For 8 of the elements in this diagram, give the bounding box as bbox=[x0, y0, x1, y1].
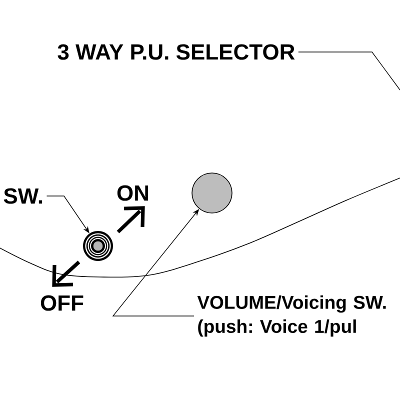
switch-knob bbox=[83, 231, 113, 261]
callout-label: VOLUME/Voicing SW. (push: Voice 1/pul bbox=[197, 295, 386, 337]
control-knob bbox=[192, 172, 232, 214]
callout-label: SW. bbox=[4, 188, 42, 204]
leader-line bbox=[298, 52, 400, 90]
callout-label: 3 WAY P.U. SELECTOR bbox=[58, 44, 295, 60]
state-label: ON bbox=[117, 185, 148, 201]
state-label: OFF bbox=[40, 295, 84, 311]
